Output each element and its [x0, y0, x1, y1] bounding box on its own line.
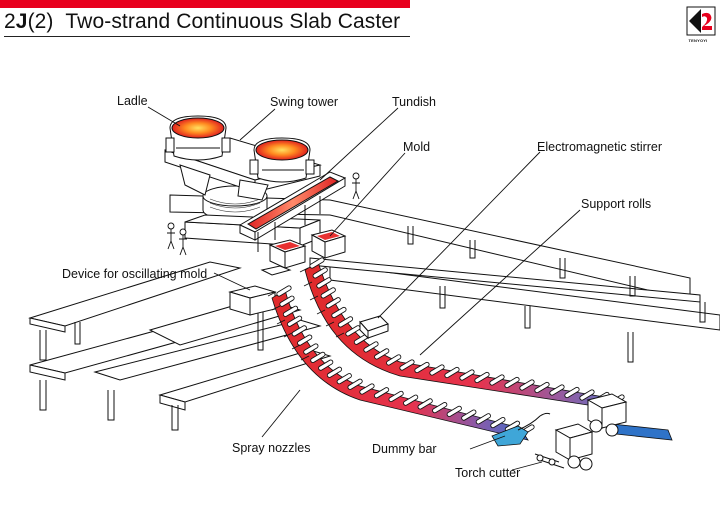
label-dummy-bar: Dummy bar	[372, 442, 437, 456]
support-roll-highlight	[374, 388, 389, 398]
support-roll-highlight	[505, 421, 520, 431]
label-swing-tower: Swing tower	[270, 95, 339, 109]
support-roll-highlight	[386, 355, 401, 365]
support-roll-highlight	[360, 384, 374, 394]
support-roll-highlight	[535, 382, 549, 393]
support-roll-highlight	[304, 344, 318, 354]
support-roll-highlight	[292, 326, 306, 336]
support-roll-highlight	[327, 367, 342, 377]
support-roll-highlight	[337, 373, 351, 384]
withdrawal-and-cutter	[534, 393, 628, 471]
ladle-right	[249, 137, 315, 183]
section-number: (2)	[27, 10, 54, 33]
support-roll-highlight	[400, 360, 414, 370]
support-roll-highlight	[433, 402, 447, 413]
support-roll-highlight	[364, 342, 378, 352]
cut-slab	[611, 423, 673, 441]
support-roll-highlight	[491, 417, 505, 428]
support-roll-highlight	[298, 335, 312, 345]
support-roll-highlight	[354, 334, 369, 344]
support-roll-highlight	[277, 286, 291, 296]
tundish	[238, 171, 347, 252]
strand-b-support-rolls	[276, 285, 535, 436]
operating-floor	[28, 194, 720, 411]
support-roll-highlight	[332, 307, 346, 318]
support-roll-highlight	[580, 390, 594, 400]
worker-figures	[167, 172, 360, 256]
spray-nozzle-frames	[267, 267, 345, 361]
support-roll-highlight	[280, 296, 294, 306]
support-roll-highlight	[321, 288, 335, 298]
support-roll-highlight	[346, 326, 360, 336]
page-title: 2J(2) Two-strand Continuous Slab Caster	[4, 10, 410, 37]
support-roll-highlight	[283, 306, 298, 317]
support-roll-highlight	[287, 316, 302, 326]
support-roll-highlight	[317, 278, 331, 288]
title-text: Two-strand Continuous Slab Caster	[65, 10, 401, 33]
support-roll-highlight	[415, 362, 429, 373]
molds	[268, 229, 347, 269]
support-roll-highlight	[389, 391, 403, 402]
section-prefix: 2	[4, 10, 16, 33]
label-ladle: Ladle	[117, 94, 148, 108]
company-logo	[686, 6, 716, 36]
support-roll-highlight	[505, 377, 519, 388]
electromagnetic-stirrer	[359, 315, 389, 340]
support-roll-highlight	[313, 268, 327, 278]
support-roll-highlight	[348, 379, 362, 389]
label-electromagnetic-stirrer: Electromagnetic stirrer	[537, 140, 663, 154]
support-roll-highlight	[375, 349, 389, 359]
strand-a-support-rolls	[309, 257, 625, 406]
support-roll-highlight	[460, 370, 474, 380]
support-roll-highlight	[550, 385, 564, 395]
label-device-oscillating-mold: Device for oscillating mold	[62, 267, 208, 281]
dummy-bar-link	[517, 412, 551, 431]
oscillating-device	[228, 265, 292, 316]
dummy-bar	[491, 425, 529, 447]
support-roll-highlight	[445, 367, 459, 378]
label-tundish: Tundish	[392, 95, 437, 109]
support-roll-highlight	[520, 380, 534, 390]
ladle-left	[165, 115, 231, 161]
title-underline	[4, 36, 410, 37]
label-support-rolls: Support rolls	[581, 197, 652, 211]
support-roll-highlight	[475, 372, 489, 383]
support-roll-highlight	[565, 387, 579, 398]
support-roll-highlight	[311, 352, 325, 363]
floor-columns	[39, 226, 706, 431]
label-spray-nozzles: Spray nozzles	[232, 441, 311, 455]
support-roll-highlight	[418, 399, 432, 409]
label-torch-cutter: Torch cutter	[455, 466, 521, 480]
support-roll-highlight	[476, 414, 491, 424]
support-roll-highlight	[319, 360, 333, 370]
support-roll-highlight	[310, 258, 324, 268]
support-roll-highlight	[490, 375, 504, 385]
support-roll-highlight	[326, 298, 340, 308]
section-letter: J	[15, 10, 28, 33]
support-roll-highlight	[338, 317, 353, 327]
header-accent-bar	[0, 0, 410, 8]
support-roll-highlight	[403, 395, 418, 405]
leader-lines	[147, 106, 581, 471]
support-roll-highlight	[447, 406, 461, 417]
support-roll-highlight	[462, 410, 476, 420]
label-mold: Mold	[403, 140, 431, 154]
logo-text: TENYOYI	[688, 38, 708, 43]
support-roll-highlight	[430, 365, 444, 375]
